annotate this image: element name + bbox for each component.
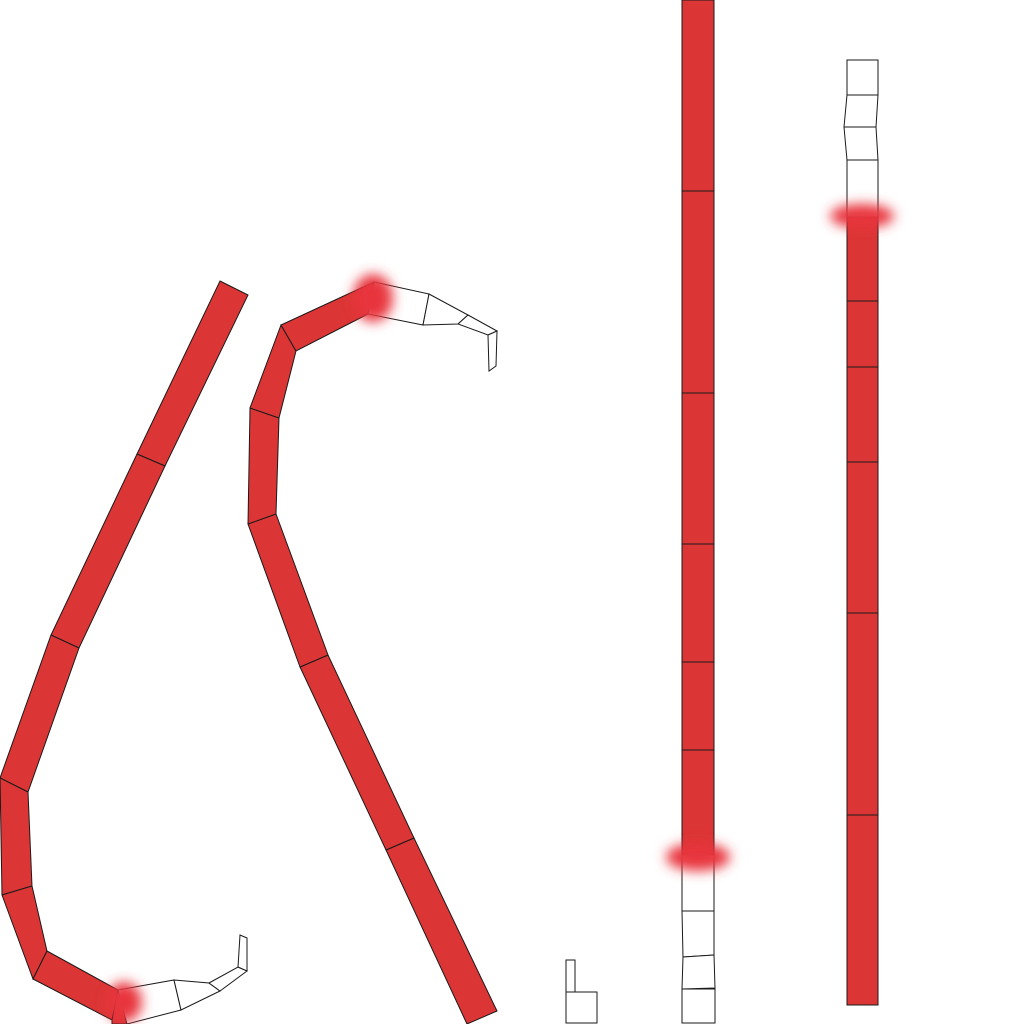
middle-chain-glow — [353, 274, 393, 322]
left-chain-glow — [106, 982, 142, 1022]
left-chain-segment-3 — [0, 634, 80, 793]
left-chain-segment-1 — [136, 280, 249, 467]
small-stem-post — [565, 959, 576, 993]
right-chain-glow — [830, 204, 894, 228]
tall-chain-segment-1 — [681, 0, 715, 192]
tall-chain-segment-9 — [681, 954, 716, 990]
tall-chain-segment-2 — [681, 190, 715, 394]
right-chain-segment-9 — [846, 612, 879, 816]
tall-chain-segment-4 — [681, 543, 715, 663]
left-chain-segment-10 — [208, 966, 248, 992]
right-chain-segment-3 — [843, 126, 879, 161]
right-chain-segment-6 — [846, 300, 879, 368]
tall-chain-glow — [666, 843, 730, 871]
right-chain-segment-2 — [843, 94, 879, 128]
middle-chain-segment-1 — [385, 837, 498, 1024]
left-chain-tip — [237, 934, 248, 972]
right-chain-segment-10 — [846, 814, 879, 1006]
middle-bent-chain — [247, 274, 499, 1024]
left-chain-segment-2 — [50, 453, 166, 649]
right-chain-segment-7 — [846, 366, 879, 463]
tall-chain-segment-6 — [681, 749, 715, 856]
left-chain-segment-6 — [32, 950, 119, 1021]
right-chain-segment-5 — [846, 216, 879, 302]
small-stem — [565, 959, 598, 1024]
middle-chain-segment-2 — [299, 654, 415, 851]
tall-chain-segment-5 — [681, 661, 715, 751]
small-stem-base — [565, 991, 598, 1024]
middle-chain-segment-8 — [422, 293, 469, 326]
tall-chain-segment-10 — [681, 988, 716, 1024]
right-chain-segment-1 — [846, 59, 879, 96]
left-chain-segment-4 — [0, 777, 33, 896]
middle-chain-segment-3 — [247, 513, 329, 668]
middle-chain-segment-4 — [247, 407, 280, 525]
tall-chain-segment-8 — [681, 910, 715, 958]
middle-chain-tip — [487, 330, 498, 372]
right-chain-segment-8 — [846, 461, 879, 614]
tall-vertical-chain — [666, 0, 730, 1024]
tall-chain-segment-3 — [681, 392, 715, 545]
right-vertical-chain — [830, 59, 894, 1006]
left-bent-chain — [0, 280, 249, 1024]
